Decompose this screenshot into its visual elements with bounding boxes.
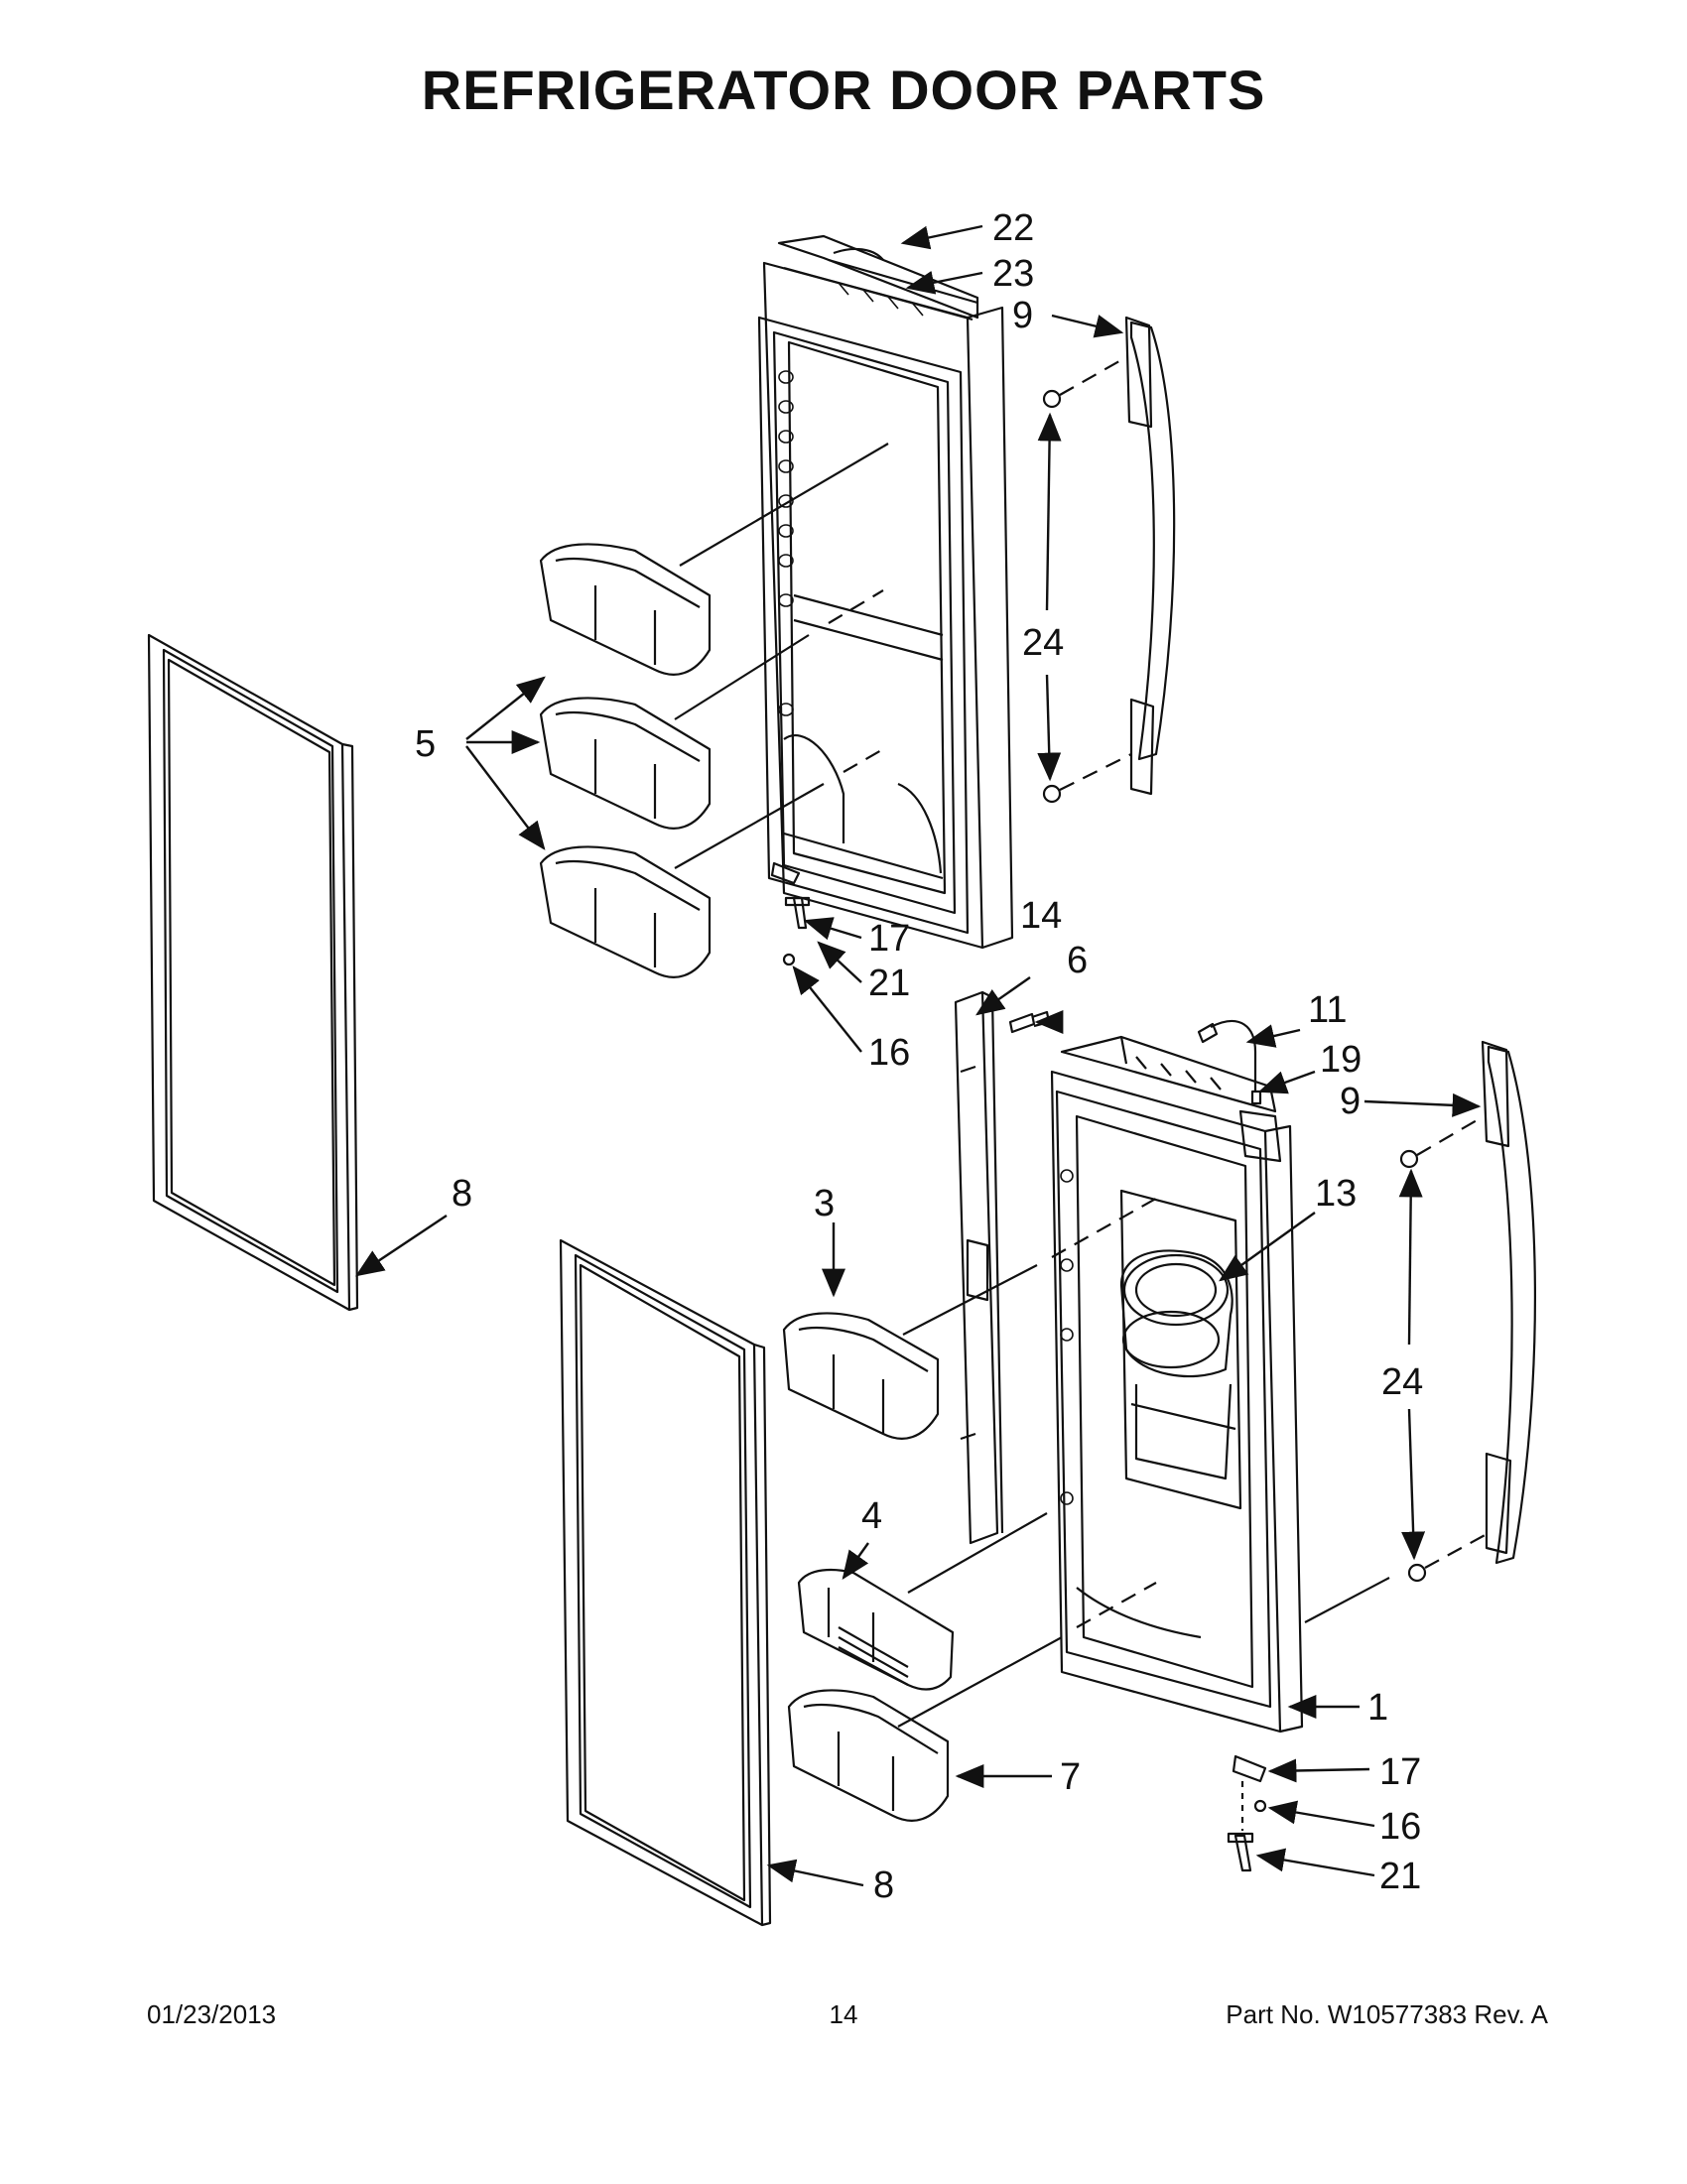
page-title: REFRIGERATOR DOOR PARTS (421, 59, 1266, 121)
door-bin-upper-2 (539, 697, 712, 830)
callout-14: 14 (1020, 895, 1062, 937)
callout-21-upper: 21 (868, 963, 910, 1004)
footer-part-number: Part No. W10577383 Rev. A (1226, 1999, 1548, 2029)
lower-door-handle (1481, 1040, 1537, 1565)
callout-4: 4 (861, 1495, 882, 1537)
callout-21-lower: 21 (1379, 1856, 1421, 1897)
door-bin-3 (782, 1312, 940, 1440)
upper-door-liner (757, 234, 1014, 950)
door-gasket-left (147, 633, 359, 1312)
upper-door-bin-pegs (778, 282, 924, 716)
callout-17-upper: 17 (868, 918, 910, 960)
upper-handle-screw-top (1042, 389, 1062, 409)
callout-9-upper: 9 (1012, 295, 1033, 336)
callout-19: 19 (1320, 1039, 1362, 1081)
lower-door-liner (1050, 1035, 1304, 1734)
callout-8-upper: 8 (452, 1173, 472, 1215)
footer-date: 01/23/2013 (147, 1999, 277, 2029)
callout-24-lower: 24 (1381, 1361, 1423, 1403)
callout-13: 13 (1315, 1173, 1357, 1215)
lower-hinge-parts (1227, 1754, 1267, 1872)
door-bin-7 (787, 1689, 950, 1822)
mullion-flipper (954, 990, 1004, 1545)
lower-handle-screw-bottom (1407, 1563, 1427, 1583)
footer-page-number: 14 (829, 1999, 858, 2029)
callout-7: 7 (1060, 1756, 1081, 1798)
callout-3: 3 (814, 1183, 835, 1224)
upper-door-handle (1124, 316, 1176, 796)
callout-8-lower: 8 (873, 1864, 894, 1906)
ice-chute (1119, 1249, 1233, 1480)
upper-handle-screw-bottom (1042, 784, 1062, 804)
callout-1: 1 (1367, 1687, 1388, 1729)
door-bin-upper-1 (539, 543, 712, 676)
callout-6: 6 (1067, 940, 1088, 981)
callout-23: 23 (992, 253, 1034, 295)
water-tube-assembly (1197, 1020, 1262, 1105)
callout-16-lower: 16 (1379, 1806, 1421, 1848)
callout-24-upper: 24 (1022, 622, 1064, 664)
callout-9-lower: 9 (1340, 1081, 1361, 1122)
door-gasket-center (559, 1238, 772, 1927)
lower-door-bin-pegs (1060, 1169, 1074, 1505)
upper-hinge-parts (770, 861, 811, 966)
callout-17-lower: 17 (1379, 1751, 1421, 1793)
callout-5: 5 (415, 723, 436, 765)
door-bin-4 (797, 1568, 955, 1691)
door-bin-upper-3 (539, 845, 712, 978)
callout-22: 22 (992, 207, 1034, 249)
lower-handle-screw-top (1399, 1149, 1419, 1169)
callout-11: 11 (1308, 989, 1347, 1031)
callout-16-upper: 16 (868, 1032, 910, 1074)
